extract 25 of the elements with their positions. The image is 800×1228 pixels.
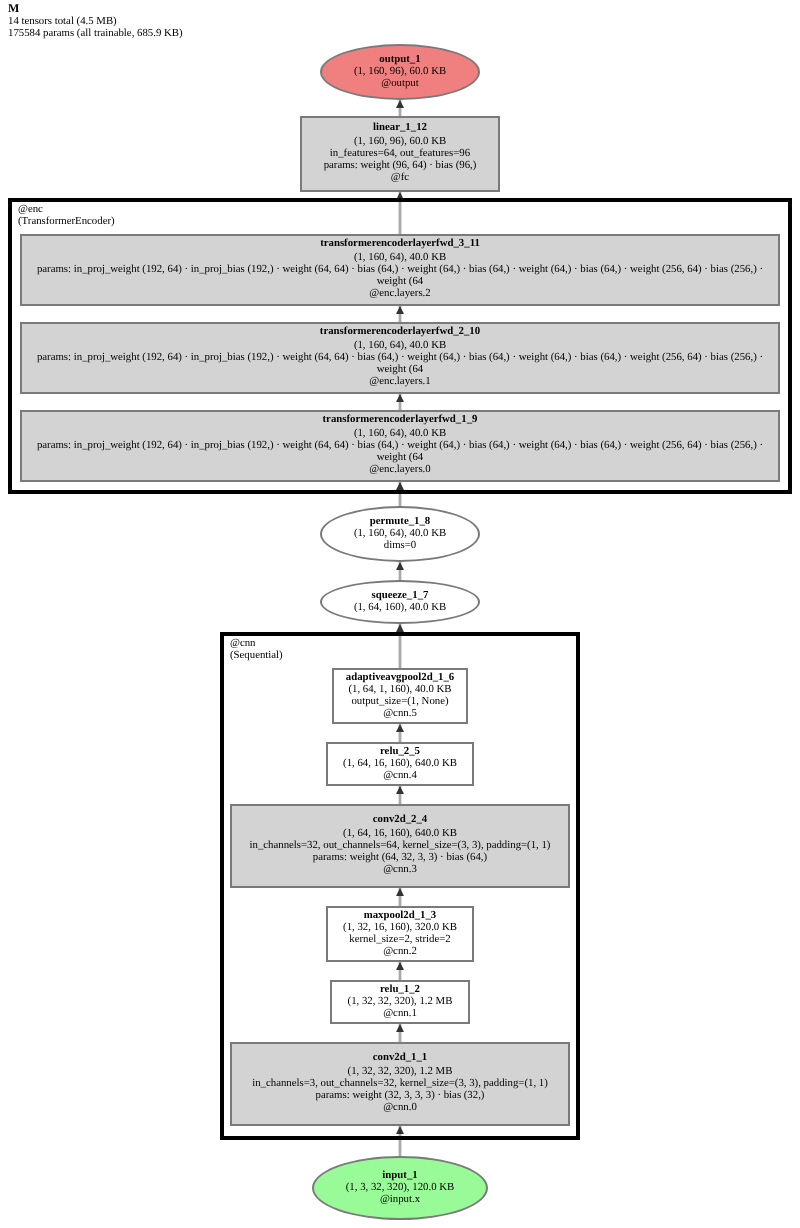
module-frame: [220, 632, 580, 1140]
arrow: [396, 786, 404, 804]
arrow: [396, 306, 404, 322]
arrow: [396, 888, 404, 906]
layer-box: [20, 234, 780, 306]
arrow: [396, 192, 404, 234]
layer-box: [230, 1042, 570, 1126]
arrow: [396, 394, 404, 410]
layer-box: [326, 742, 474, 786]
layer-box: [20, 410, 780, 482]
arrow: [396, 100, 404, 116]
arrow: [396, 724, 404, 742]
layer-box: [326, 906, 474, 962]
layer-box: [230, 804, 570, 888]
layer-box: [300, 116, 500, 192]
layer-box: [330, 980, 470, 1024]
layer-box: [20, 322, 780, 394]
arrow: [396, 1024, 404, 1042]
module-frame: [8, 198, 792, 494]
arrow: [396, 1126, 404, 1156]
arrow: [396, 562, 404, 580]
arrow: [396, 624, 404, 668]
arrow: [396, 482, 404, 506]
layer-box: [332, 668, 468, 724]
arrow: [396, 962, 404, 980]
